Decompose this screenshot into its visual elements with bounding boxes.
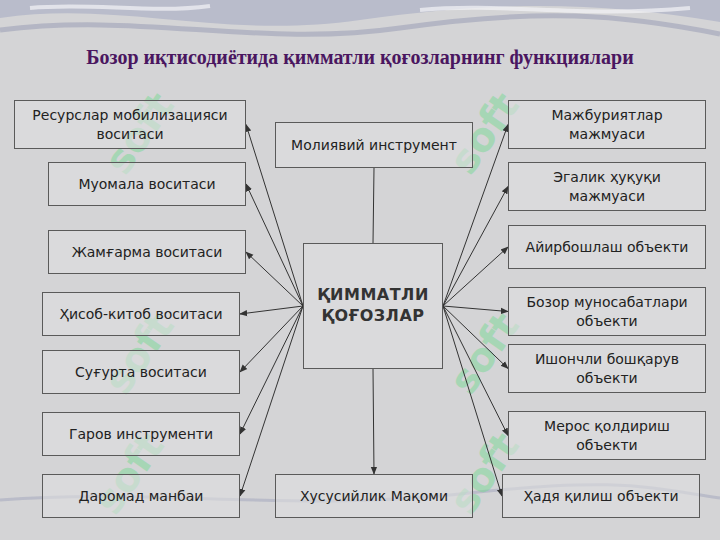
connector-arrow: [443, 247, 508, 306]
box-label: Жамғарма воситаси: [64, 240, 231, 264]
function-box: Ҳисоб-китоб воситаси: [42, 292, 240, 336]
box-label: Хусусийлик Мақоми: [292, 484, 456, 508]
function-box: Ишончли бошқарув объекти: [508, 344, 706, 393]
function-box: Даромад манбаи: [42, 474, 240, 518]
function-box: Ресурслар мобилизацияси воситаси: [14, 100, 246, 149]
box-label: Ресурслар мобилизацияси воситаси: [15, 103, 245, 145]
box-label: Суғурта воситаси: [67, 360, 215, 384]
connector-arrow: [443, 306, 502, 496]
function-box: Жамғарма воситаси: [48, 230, 246, 274]
wave-highlight: [30, 6, 210, 9]
function-box: Хусусийлик Мақоми: [275, 474, 473, 518]
function-box: Эгалик ҳуқуқи мажмуаси: [508, 162, 706, 211]
box-label: Бозор муносабатлари объекти: [509, 290, 705, 332]
box-label: Мажбуриятлар мажмуаси: [509, 103, 705, 145]
connector-arrow: [240, 306, 303, 496]
function-box: Айирбошлаш объекти: [508, 225, 706, 269]
box-label: Даромад манбаи: [71, 484, 212, 508]
function-box: Мерос қолдириш объекти: [508, 411, 706, 460]
box-label: Молиявий инструмент: [283, 133, 465, 157]
function-box: Суғурта воситаси: [42, 350, 240, 394]
wave-highlight: [420, 8, 690, 12]
box-label: Гаров инструменти: [61, 422, 221, 446]
function-box: Муомала воситаси: [48, 162, 246, 206]
connector-arrow: [246, 184, 303, 306]
function-box: Бозор муносабатлари объекти: [508, 287, 706, 336]
diagram-title: Бозор иқтисодиётида қимматли қоғозларнин…: [0, 46, 720, 69]
connector-arrow: [443, 306, 508, 312]
function-box: Ҳадя қилиш объекти: [502, 474, 700, 518]
box-label: Эгалик ҳуқуқи мажмуаси: [509, 165, 705, 207]
wave-band: [0, 0, 720, 26]
box-label: Ҳадя қилиш объекти: [516, 484, 687, 508]
box-label: ҚИММАТЛИ ҚОҒОЗЛАР: [304, 282, 442, 330]
connector-arrow: [373, 369, 374, 474]
function-box: Мажбуриятлар мажмуаси: [508, 100, 706, 149]
wave-stroke: [0, 16, 720, 35]
box-label: Ҳисоб-китоб воситаси: [51, 302, 230, 326]
connector-arrow: [240, 306, 303, 372]
connector-arrow: [240, 306, 303, 314]
box-label: Айирбошлаш объекти: [518, 235, 697, 259]
connector-arrow: [246, 252, 303, 306]
central-box: ҚИММАТЛИ ҚОҒОЗЛАР: [303, 243, 443, 369]
box-label: Муомала воситаси: [70, 172, 223, 196]
function-box: Молиявий инструмент: [275, 122, 473, 168]
connector-arrow: [240, 306, 303, 434]
box-label: Мерос қолдириш объекти: [509, 414, 705, 456]
connector-arrow: [373, 168, 374, 243]
connector-arrow: [443, 306, 508, 436]
box-label: Ишончли бошқарув объекти: [509, 347, 705, 389]
function-box: Гаров инструменти: [42, 412, 240, 456]
connector-arrow: [443, 187, 508, 307]
